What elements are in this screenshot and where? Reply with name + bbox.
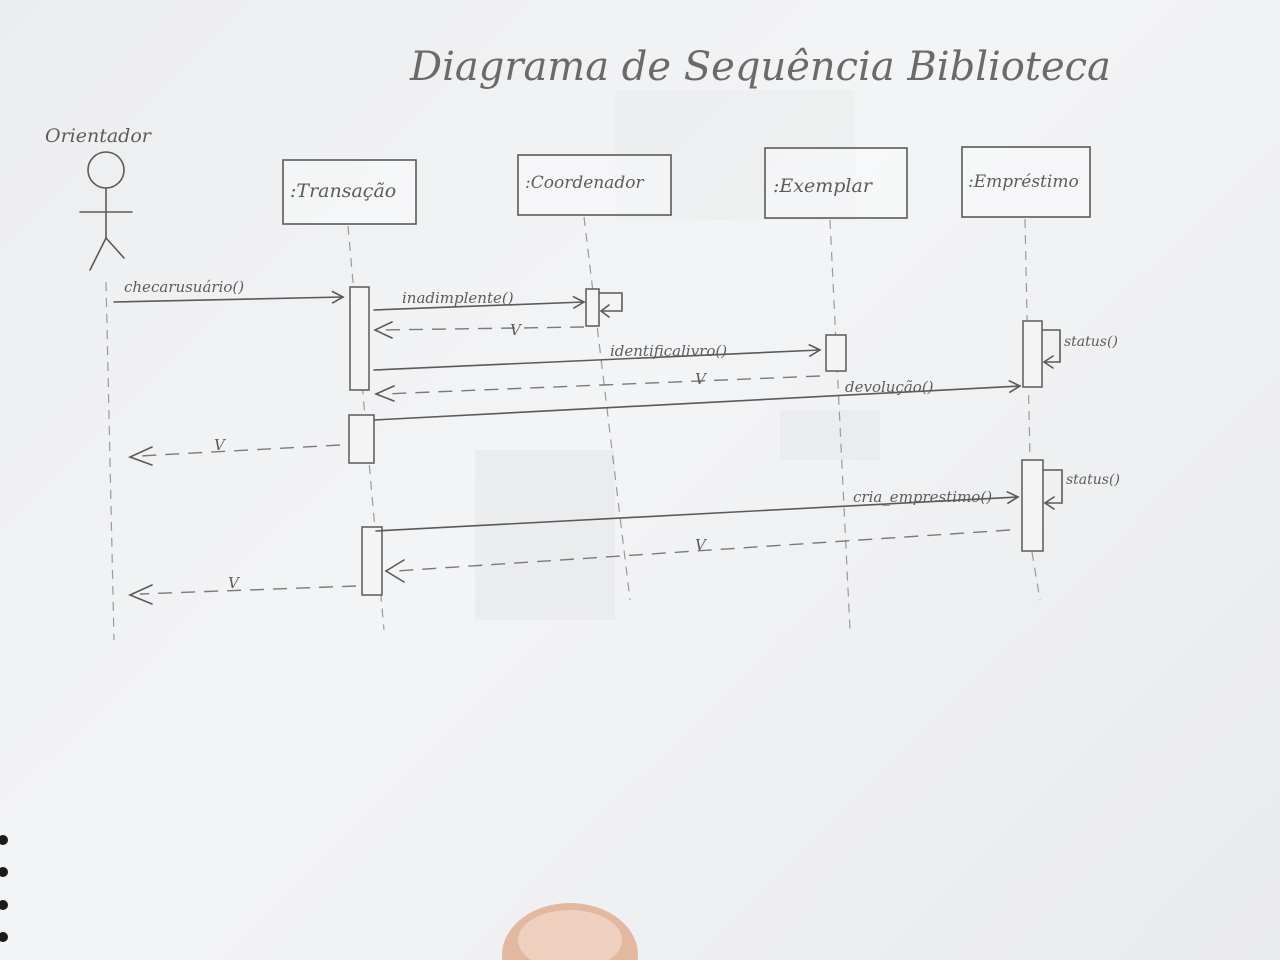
return-mark: V [214, 436, 227, 454]
message-label-devolucao: devolução() [845, 378, 934, 396]
object-label-exemplar: :Exemplar [773, 175, 874, 197]
self-call-loops [598, 292, 1063, 510]
object-exemplar: :Exemplar [764, 147, 908, 219]
message-label-checarusuario: checarusuário() [124, 278, 244, 296]
return-mark: V [228, 574, 241, 592]
object-label-emprestimo: :Empréstimo [968, 172, 1079, 192]
message-labels: checarusuário() inadimplente() identific… [124, 278, 1120, 506]
object-label-coordenador: :Coordenador [525, 173, 644, 193]
return-mark: V [695, 370, 708, 388]
message-label-cria-emprestimo: cria_emprestimo() [853, 488, 992, 506]
self-message-label-status: status() [1064, 334, 1118, 350]
return-marks: V V V V V [214, 321, 708, 592]
finger-shape [502, 903, 638, 960]
actor-label: Orientador [45, 125, 153, 147]
return-mark: V [695, 536, 708, 554]
message-label-inadimplente: inadimplente() [402, 289, 514, 307]
stick-figure-icon [79, 151, 133, 271]
message-arrows [113, 290, 1022, 605]
object-label-transacao: :Transação [290, 180, 396, 202]
object-transacao: :Transação [282, 159, 417, 225]
message-label-identificalivro: identificalivro() [610, 342, 727, 360]
spiral-binding [0, 835, 8, 942]
diagram-title: Diagrama de Sequência Biblioteca [409, 44, 1111, 90]
activation-bars [348, 286, 1044, 596]
return-mark: V [510, 321, 523, 339]
object-emprestimo: :Empréstimo [961, 146, 1091, 218]
self-message-label-status: status() [1066, 472, 1120, 488]
actor-orientador: Orientador [45, 125, 153, 271]
object-coordenador: :Coordenador [517, 154, 672, 216]
